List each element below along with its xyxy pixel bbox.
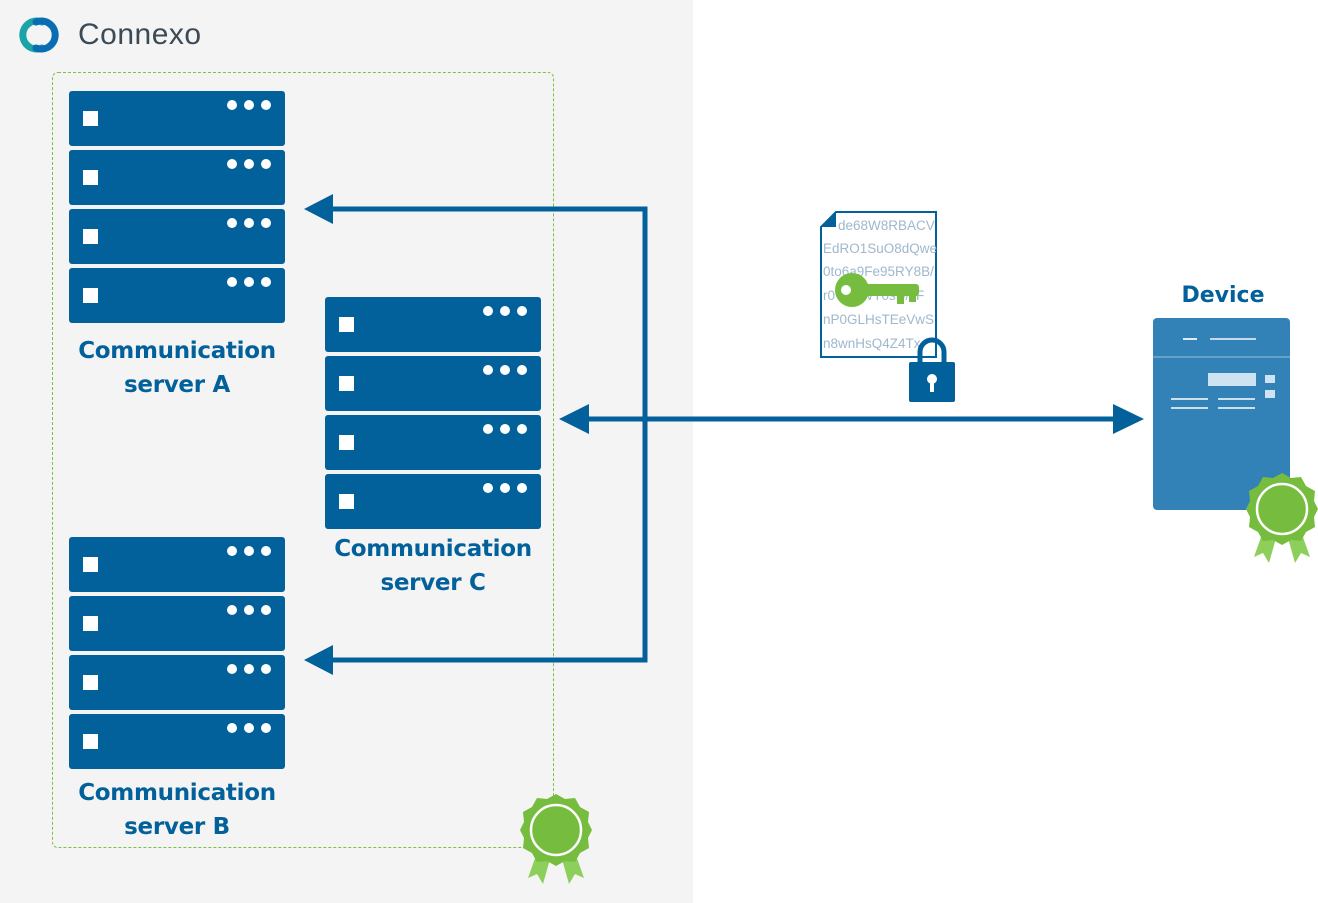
server-rack-icon [69,537,285,592]
server-b-rack [69,537,285,773]
server-a-rack [69,91,285,327]
device-label: Device [1181,283,1265,308]
server-rack-icon [69,596,285,651]
server-a-label: Communication server A [69,334,285,402]
certificate-line: nP0GLHsTEeVwS [823,312,934,327]
arrow-heads [304,194,1144,675]
server-a-label-line2: server A [124,372,230,398]
server-b-label: Communication server B [69,776,285,844]
arrow-to-server-b [304,645,333,675]
server-b-label-line1: Communication [78,780,276,806]
server-rack-icon [69,655,285,710]
certificate-line: de68W8RBACV [838,218,935,233]
server-c-label-line2: server C [380,570,486,596]
server-rack-icon [69,150,285,205]
arrow-to-server-c [559,404,589,434]
server-rack-icon [325,356,541,411]
connection-lines [330,206,1118,663]
server-a-label-line1: Communication [78,338,276,364]
cluster-boundary [52,72,554,848]
server-rack-icon [69,209,285,264]
server-rack-icon [69,268,285,323]
arrow-to-device [1113,404,1144,434]
server-b-label-line2: server B [124,814,230,840]
brand-name: Connexo [78,18,202,51]
certificate-line: EdRO1SuO8dQwe [823,241,937,256]
server-c-label-line1: Communication [334,536,532,562]
server-c-label: Communication server C [325,532,541,600]
server-c-rack [325,297,541,533]
arrow-to-server-a [304,194,333,224]
connexo-logo: Connexo [12,14,202,56]
server-rack-icon [325,297,541,352]
server-rack-icon [325,415,541,470]
device-meter-icon [1153,318,1290,510]
server-rack-icon [69,91,285,146]
connexo-logo-icon [19,17,59,53]
server-rack-icon [69,714,285,769]
padlock-icon [909,337,955,402]
certificate-line: 0to6a9Fe95RY8B/ [823,264,934,279]
key-icon [835,273,919,307]
certified-badge-icon [518,792,594,886]
server-rack-icon [325,474,541,529]
certificate-line: n8wnHsQ4Z4Tx [823,336,921,351]
